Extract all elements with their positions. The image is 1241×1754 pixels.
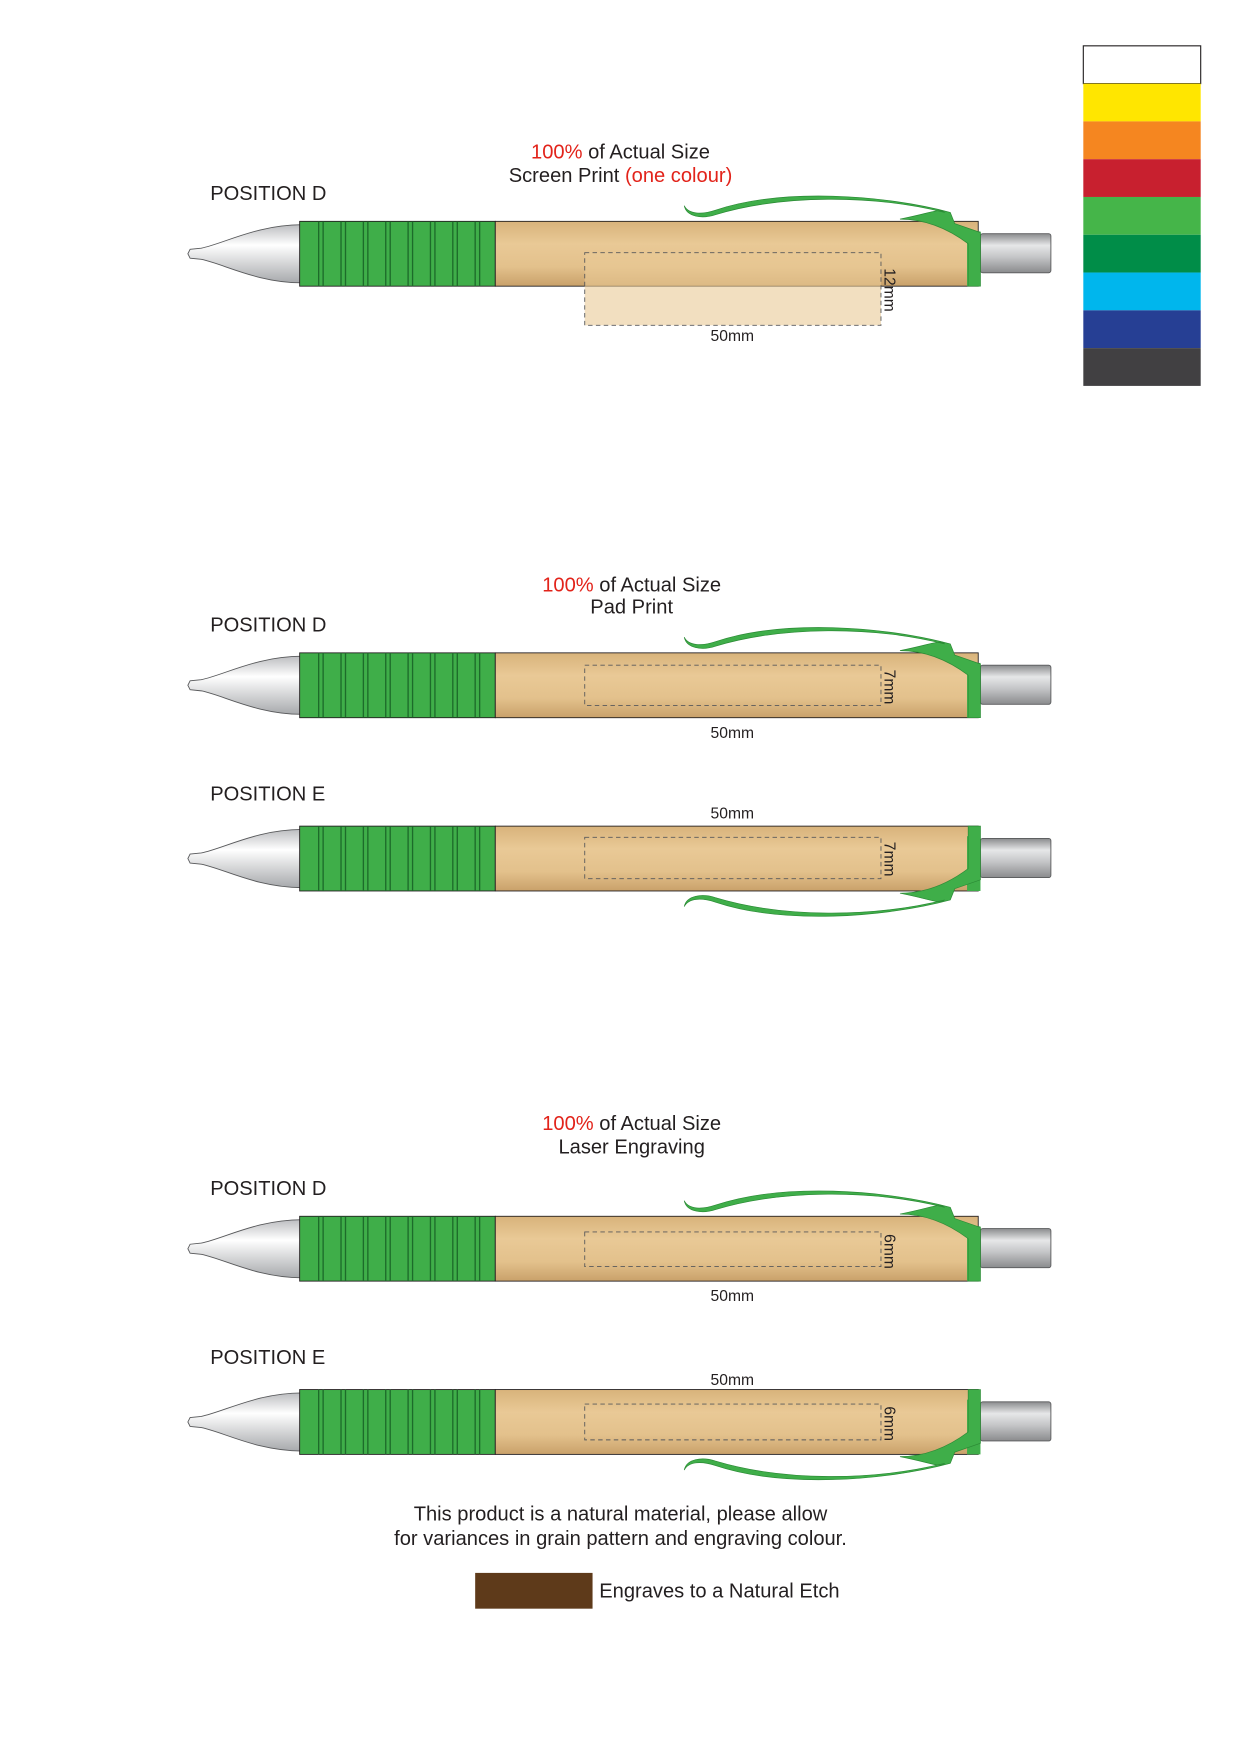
colour-swatch — [1083, 234, 1201, 273]
section-pad-print: 100% of Actual Size Pad Print POSITION D… — [187, 574, 1052, 917]
footer-note: This product is a natural material, plea… — [394, 1503, 847, 1609]
etch-label: Engraves to a Natural Etch — [599, 1580, 839, 1602]
position-label: POSITION E — [210, 783, 325, 805]
scale-heading: 100% of Actual Size — [542, 574, 721, 596]
etch-colour-swatch — [475, 1572, 593, 1609]
method-heading: Laser Engraving — [558, 1137, 704, 1159]
section-laser-engraving: 100% of Actual Size Laser Engraving POSI… — [187, 1113, 1052, 1481]
print-area — [584, 664, 882, 706]
colour-swatch — [1083, 83, 1201, 122]
print-width-label: 50mm — [711, 1372, 754, 1389]
position-label: POSITION E — [210, 1347, 325, 1369]
print-height-label: 7mm — [880, 842, 897, 877]
pen-illustration — [187, 627, 1052, 719]
position-label: POSITION D — [210, 183, 326, 205]
colour-swatch — [1083, 310, 1201, 349]
pen-illustration — [187, 1388, 1052, 1481]
colour-swatch — [1083, 196, 1201, 235]
scale-heading: 100% of Actual Size — [531, 142, 710, 164]
print-area — [584, 836, 882, 880]
colour-swatch — [1083, 121, 1201, 160]
section-screen-print: 100% of Actual Size Screen Print (one co… — [187, 142, 1052, 345]
print-width-label: 50mm — [711, 1288, 754, 1305]
colour-palette — [1082, 45, 1202, 386]
print-height-label: 6mm — [880, 1234, 897, 1269]
pen-illustration — [187, 825, 1052, 917]
print-width-label: 50mm — [711, 725, 754, 742]
colour-swatch — [1083, 272, 1201, 311]
print-area — [584, 1231, 882, 1268]
print-area — [584, 1403, 882, 1441]
position-label: POSITION D — [210, 615, 326, 637]
colour-swatch — [1082, 45, 1202, 85]
colour-swatch — [1083, 159, 1201, 197]
print-height-label: 12mm — [880, 268, 897, 311]
pen-illustration — [187, 1190, 1052, 1282]
natural-material-note-line2: for variances in grain pattern and engra… — [394, 1528, 847, 1550]
print-width-label: 50mm — [711, 805, 754, 822]
scale-heading: 100% of Actual Size — [542, 1113, 721, 1135]
print-area — [584, 252, 882, 326]
print-width-label: 50mm — [711, 328, 754, 345]
position-label: POSITION D — [210, 1178, 326, 1200]
method-heading: Pad Print — [590, 597, 673, 619]
natural-material-note-line1: This product is a natural material, plea… — [414, 1503, 828, 1525]
colour-swatch — [1083, 348, 1201, 386]
method-heading: Screen Print (one colour) — [509, 165, 733, 187]
print-height-label: 6mm — [880, 1406, 897, 1441]
print-height-label: 7mm — [880, 670, 897, 705]
